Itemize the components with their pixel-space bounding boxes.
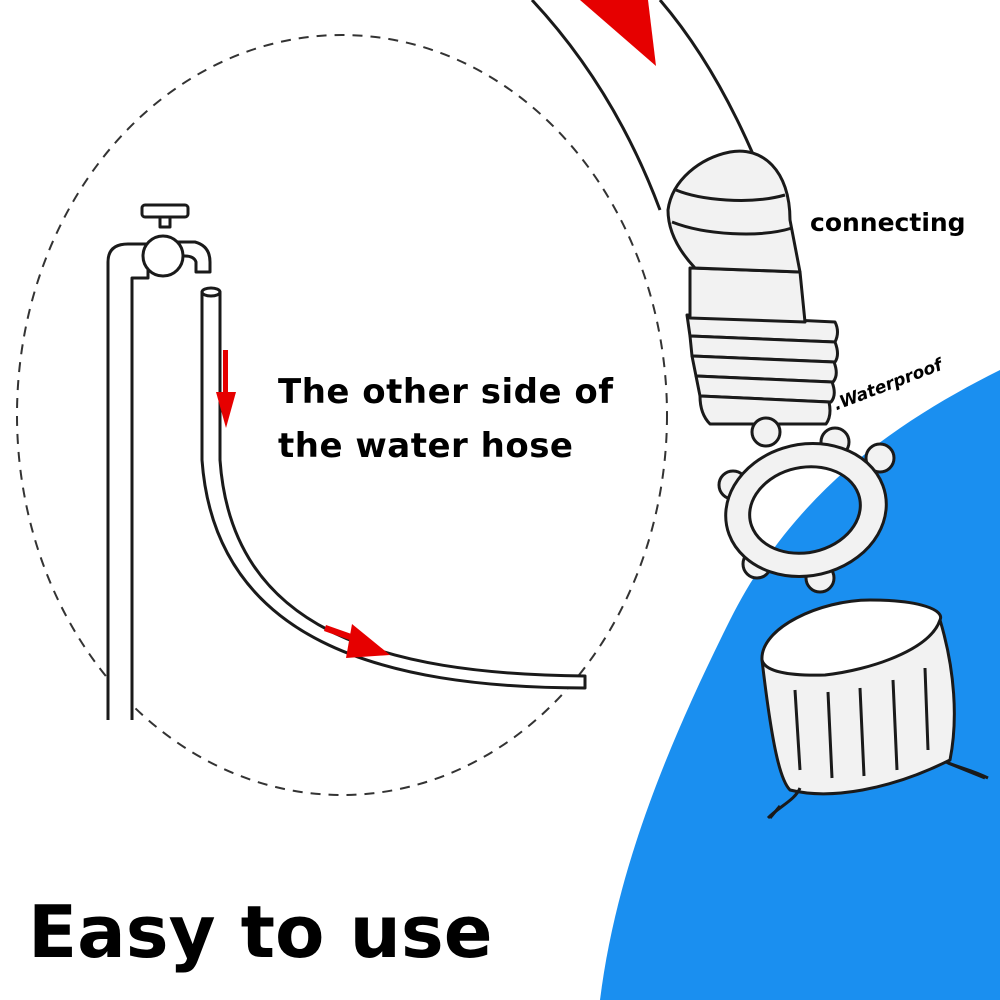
caption-line-1: The other side of xyxy=(278,372,614,412)
dashed-circle xyxy=(16,34,668,796)
connecting-label: connecting xyxy=(810,208,966,237)
caption-line-2: the water hose xyxy=(278,426,574,466)
cap-wire xyxy=(766,760,989,820)
headline: Easy to use xyxy=(28,890,493,974)
flow-arrow-icon xyxy=(216,350,236,428)
gasket-ring-icon xyxy=(717,416,896,594)
flow-arrow-icon xyxy=(324,624,390,658)
faucet-icon xyxy=(106,203,212,720)
flow-arrow-icon xyxy=(580,0,656,66)
quick-connector-icon xyxy=(666,149,839,426)
hose-icon xyxy=(200,290,587,690)
